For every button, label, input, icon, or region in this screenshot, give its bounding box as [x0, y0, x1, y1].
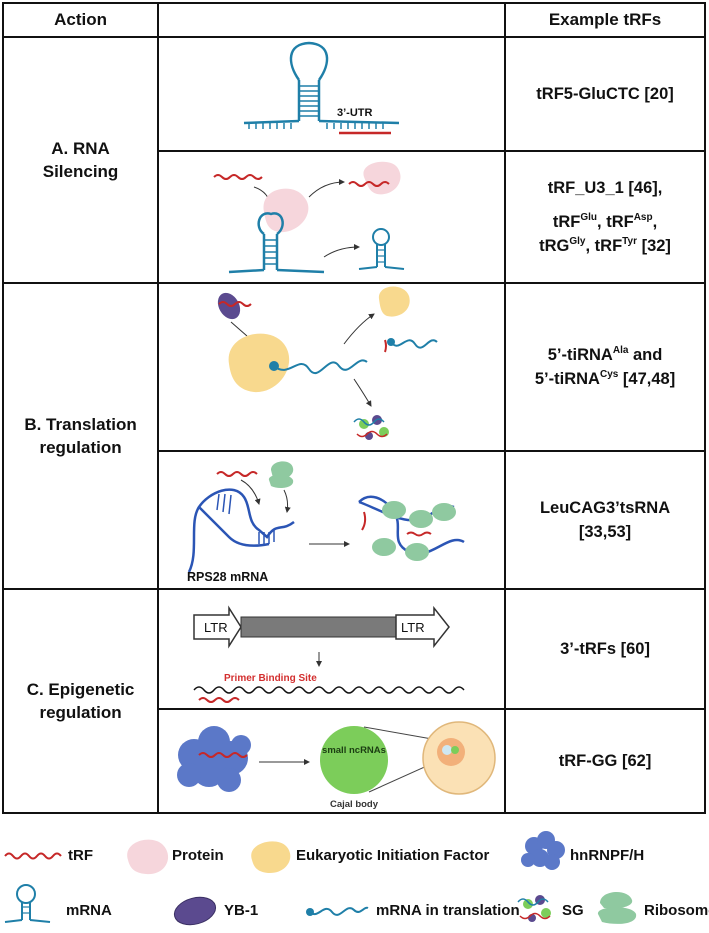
header-action: Action — [1, 2, 160, 38]
figure-eif-translation — [157, 282, 507, 452]
example-trf-gg: tRF-GG [62] — [504, 708, 706, 814]
ribosome-icon — [597, 892, 637, 924]
trf-icon — [4, 852, 62, 860]
small-ncrnas-label: small ncRNAs — [322, 745, 386, 756]
example-tru3-and-others: tRF_U3_1 [46], tRFGlu, tRFAsp, tRGGly, t… — [504, 150, 706, 284]
mrna-translation-icon — [306, 906, 369, 916]
figure-hairpin-3utr: 3’-UTR — [157, 36, 507, 152]
sg-icon — [517, 895, 551, 922]
example-3trfs: 3’-tRFs [60] — [504, 588, 706, 710]
cajal-body-label: Cajal body — [330, 799, 379, 810]
legend-label-trf: tRF — [68, 847, 93, 864]
eif-icon — [251, 841, 291, 874]
row-b2: RPS28 mRNA LeuCAG3’tsRNA [33,53] — [3, 450, 706, 590]
yb1-icon — [173, 896, 217, 926]
legend: tRF Protein Eukaryotic Initiation Factor… — [0, 818, 709, 933]
legend-label-yb1: YB-1 — [224, 902, 259, 919]
example-tirna: 5’-tiRNAAla and 5’-tiRNACys [47,48] — [504, 282, 706, 452]
figure-ltr-pbs: LTR LTR Primer Binding Site — [157, 588, 507, 710]
figure-protein-hairpin — [157, 150, 507, 284]
rps28-illustration: RPS28 mRNA — [187, 461, 465, 584]
rps28-label: RPS28 mRNA — [187, 570, 268, 584]
row-a1: A. RNA Silencing — [1, 36, 706, 284]
protein-hairpin-illustration — [213, 161, 405, 274]
legend-label-hnrnp: hnRNPF/H — [570, 847, 645, 864]
action-epigenetic-regulation: C. Epigenetic regulation — [1, 588, 160, 814]
row-c2: small ncRNAs Cajal body tRF-GG [62] — [3, 708, 706, 814]
figure-cajal-body: small ncRNAs Cajal body — [157, 708, 507, 814]
mrna-icon — [4, 884, 51, 923]
action-translation-regulation: B. Translation regulation — [1, 282, 160, 590]
legend-label-mrna-translation: mRNA in translation — [376, 902, 520, 919]
header-figure — [157, 2, 507, 38]
header-row: Action Example tRFs — [1, 2, 706, 38]
hairpin-3utr-illustration: 3’-UTR — [244, 41, 400, 135]
hnrnp-icon — [521, 831, 565, 870]
trf-actions-table: Action Example tRFs A. RNA Silencing — [1, 2, 706, 814]
cajal-body-illustration: small ncRNAs Cajal body — [177, 721, 496, 810]
action-rna-silencing: A. RNA Silencing — [1, 36, 160, 284]
row-c1: C. Epigenetic regulation LTR LTR Primer … — [1, 588, 706, 814]
legend-label-mrna: mRNA — [66, 902, 112, 919]
protein-icon — [127, 839, 169, 875]
legend-label-eif: Eukaryotic Initiation Factor — [296, 847, 490, 864]
pbs-label: Primer Binding Site — [224, 673, 317, 684]
header-examples: Example tRFs — [504, 2, 706, 38]
legend-label-sg: SG — [562, 902, 584, 919]
ltr-left-label: LTR — [204, 620, 228, 635]
ltr-right-label: LTR — [401, 620, 425, 635]
legend-label-protein: Protein — [172, 847, 224, 864]
three-utr-label: 3’-UTR — [337, 107, 373, 119]
row-a2: tRF_U3_1 [46], tRFGlu, tRFAsp, tRGGly, t… — [3, 150, 706, 284]
eif-translation-illustration — [217, 286, 438, 440]
example-leucag: LeuCAG3’tsRNA [33,53] — [504, 450, 706, 590]
ltr-pbs-illustration: LTR LTR Primer Binding Site — [193, 605, 465, 703]
legend-label-ribosome: Ribosome — [644, 902, 709, 919]
example-trf5-glu: tRF5-GluCTC [20] — [504, 36, 706, 152]
row-b1: B. Translation regulation — [1, 282, 706, 590]
figure-rps28: RPS28 mRNA — [157, 450, 507, 590]
